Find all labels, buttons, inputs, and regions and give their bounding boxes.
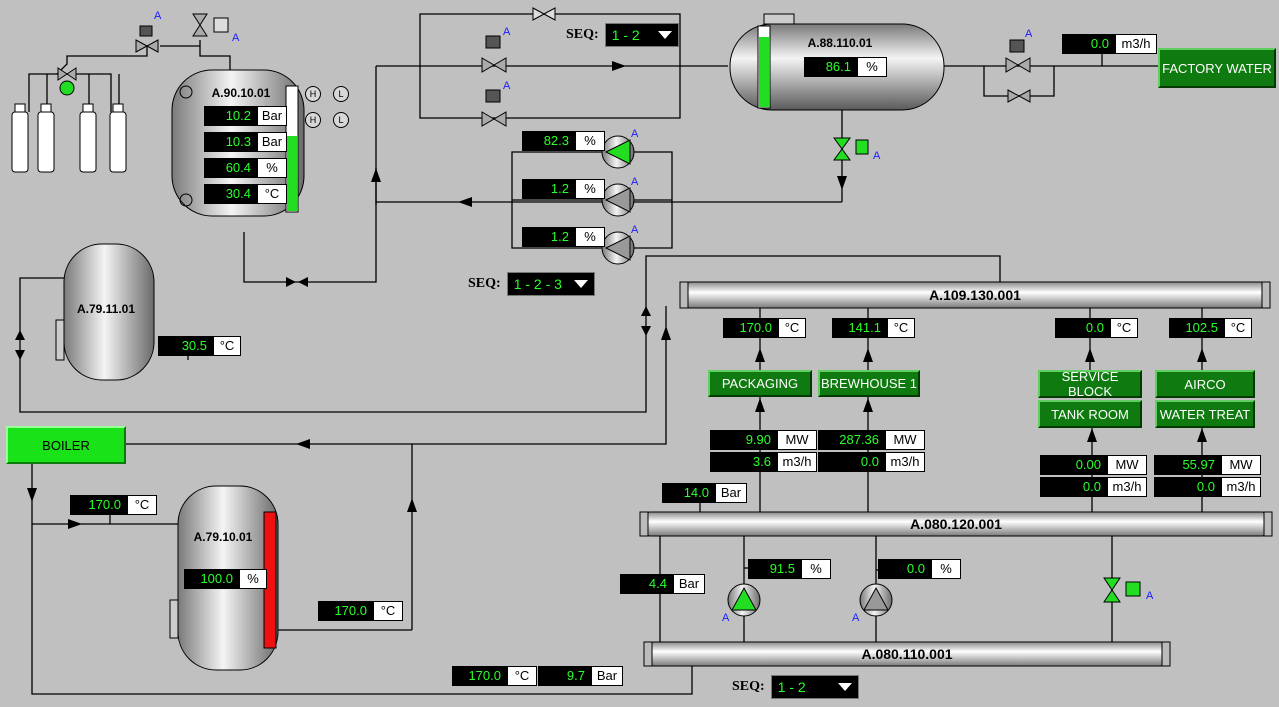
pump3-speed[interactable]: 1.2% (522, 227, 605, 247)
high-level-indicator[interactable]: H (305, 86, 321, 102)
tank1-temperature[interactable]: 30.4°C (204, 184, 287, 204)
header-name: A.109.130.001 (929, 287, 1021, 303)
tank4-outlet-temperature[interactable]: 170.0°C (318, 601, 403, 621)
boiler-outlet-temperature[interactable]: 170.0°C (70, 495, 157, 515)
sequence-selector[interactable]: SEQ: 1 - 2 - 3 (468, 272, 595, 296)
seq-dropdown[interactable]: 1 - 2 (770, 675, 859, 699)
brewhouse-temperature[interactable]: 141.1°C (832, 318, 915, 338)
service-block-temperature[interactable]: 0.0°C (1055, 318, 1138, 338)
packaging-button[interactable]: PACKAGING (708, 370, 812, 397)
tank4-level[interactable]: 100.0% (184, 569, 267, 589)
gas-cylinders (11, 103, 127, 173)
seq-label: SEQ: (732, 679, 765, 694)
tank-name: A.79.11.01 (76, 302, 136, 316)
pump-tag: A (631, 176, 639, 188)
airco-temperature[interactable]: 102.5°C (1169, 318, 1252, 338)
header-name: A.080.110.001 (861, 646, 953, 662)
low-level-indicator[interactable]: L (333, 112, 349, 128)
low-level-indicator[interactable]: L (333, 86, 349, 102)
tank-room-button[interactable]: TANK ROOM (1038, 400, 1142, 428)
tank3-temperature[interactable]: 30.5°C (158, 336, 241, 356)
seq-dropdown[interactable]: 1 - 2 (604, 23, 679, 47)
return-temperature[interactable]: 170.0°C (452, 666, 537, 686)
tank-name: A.79.10.01 (193, 530, 253, 544)
valve-tag: A (503, 26, 511, 38)
water-treat-button[interactable]: WATER TREAT (1155, 400, 1255, 428)
brewhouse-button[interactable]: BREWHOUSE 1 (818, 370, 920, 397)
sequence-selector[interactable]: SEQ: 1 - 2 (732, 675, 859, 699)
seq-dropdown[interactable]: 1 - 2 - 3 (506, 272, 595, 296)
seq-label: SEQ: (468, 276, 501, 291)
pump2-speed[interactable]: 1.2% (522, 179, 605, 199)
packaging-temperature[interactable]: 170.0°C (723, 318, 806, 338)
tank1-level[interactable]: 60.4% (204, 158, 287, 178)
airco-button[interactable]: AIRCO (1155, 370, 1255, 398)
pump-tag: A (631, 128, 639, 140)
boiler-button[interactable]: BOILER (6, 426, 126, 464)
header-name: A.080.120.001 (910, 516, 1002, 532)
chevron-down-icon (573, 280, 588, 288)
seq-label: SEQ: (566, 27, 599, 42)
tank2-level[interactable]: 86.1% (804, 57, 887, 77)
sequence-selector[interactable]: SEQ: 1 - 2 (566, 23, 679, 47)
valve-tag: A (232, 32, 240, 44)
pump4-speed[interactable]: 91.5% (748, 559, 831, 579)
valve-tag: A (154, 10, 162, 22)
valve-tag: A (1025, 28, 1033, 40)
valve-tag: A (1146, 590, 1154, 602)
tank-name: A.88.110.01 (807, 36, 873, 50)
tank-name: A.90.10.01 (211, 86, 271, 100)
pump-tag: A (852, 612, 860, 624)
chevron-down-icon (837, 683, 852, 691)
pump5-speed[interactable]: 0.0% (878, 559, 961, 579)
high-level-indicator[interactable]: H (305, 112, 321, 128)
service-block-button[interactable]: SERVICE BLOCK (1038, 369, 1142, 399)
pump-tag: A (631, 224, 639, 236)
valve-tag: A (503, 80, 511, 92)
factory-water-button[interactable]: FACTORY WATER (1158, 48, 1276, 88)
pump-tag: A (722, 612, 730, 624)
pump1-speed[interactable]: 82.3% (522, 131, 605, 151)
chevron-down-icon (657, 31, 672, 39)
valve-tag: A (873, 150, 881, 162)
